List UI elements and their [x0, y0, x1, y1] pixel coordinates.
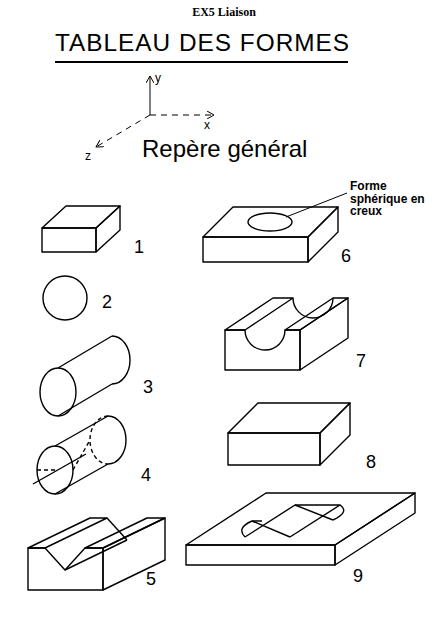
callout-text: Forme sphérique en creux	[350, 180, 432, 218]
block-shape	[228, 403, 350, 465]
callout-number: 5	[146, 570, 156, 590]
header-text: EX5 Liaison	[192, 6, 256, 19]
axis-label: z	[85, 150, 91, 163]
block-sphere-hollow-shape	[203, 207, 338, 262]
title: TABLEAU DES FORMES	[55, 30, 350, 57]
sphere-shape	[43, 276, 87, 320]
block-shape	[42, 206, 120, 252]
axis-label: x	[204, 119, 210, 132]
frame-label: Repère général	[142, 136, 307, 162]
callout-number: 2	[102, 293, 112, 313]
callout-number: 8	[366, 453, 376, 473]
callout-number: 3	[143, 378, 153, 398]
callout-number: 9	[353, 567, 363, 587]
callout-number: 6	[341, 247, 351, 267]
cylinder-shape	[40, 336, 130, 416]
title-underline	[55, 61, 348, 63]
leader-line	[286, 193, 347, 217]
u-block-shape	[225, 298, 348, 370]
callout-number: 1	[134, 238, 144, 258]
axis-label: y	[155, 72, 161, 85]
callout-number: 7	[356, 352, 366, 372]
callout-number: 4	[141, 466, 151, 486]
cut-cylinder-shape	[33, 416, 126, 494]
slotted-plate-shape	[186, 493, 415, 565]
v-block-shape	[28, 518, 165, 590]
